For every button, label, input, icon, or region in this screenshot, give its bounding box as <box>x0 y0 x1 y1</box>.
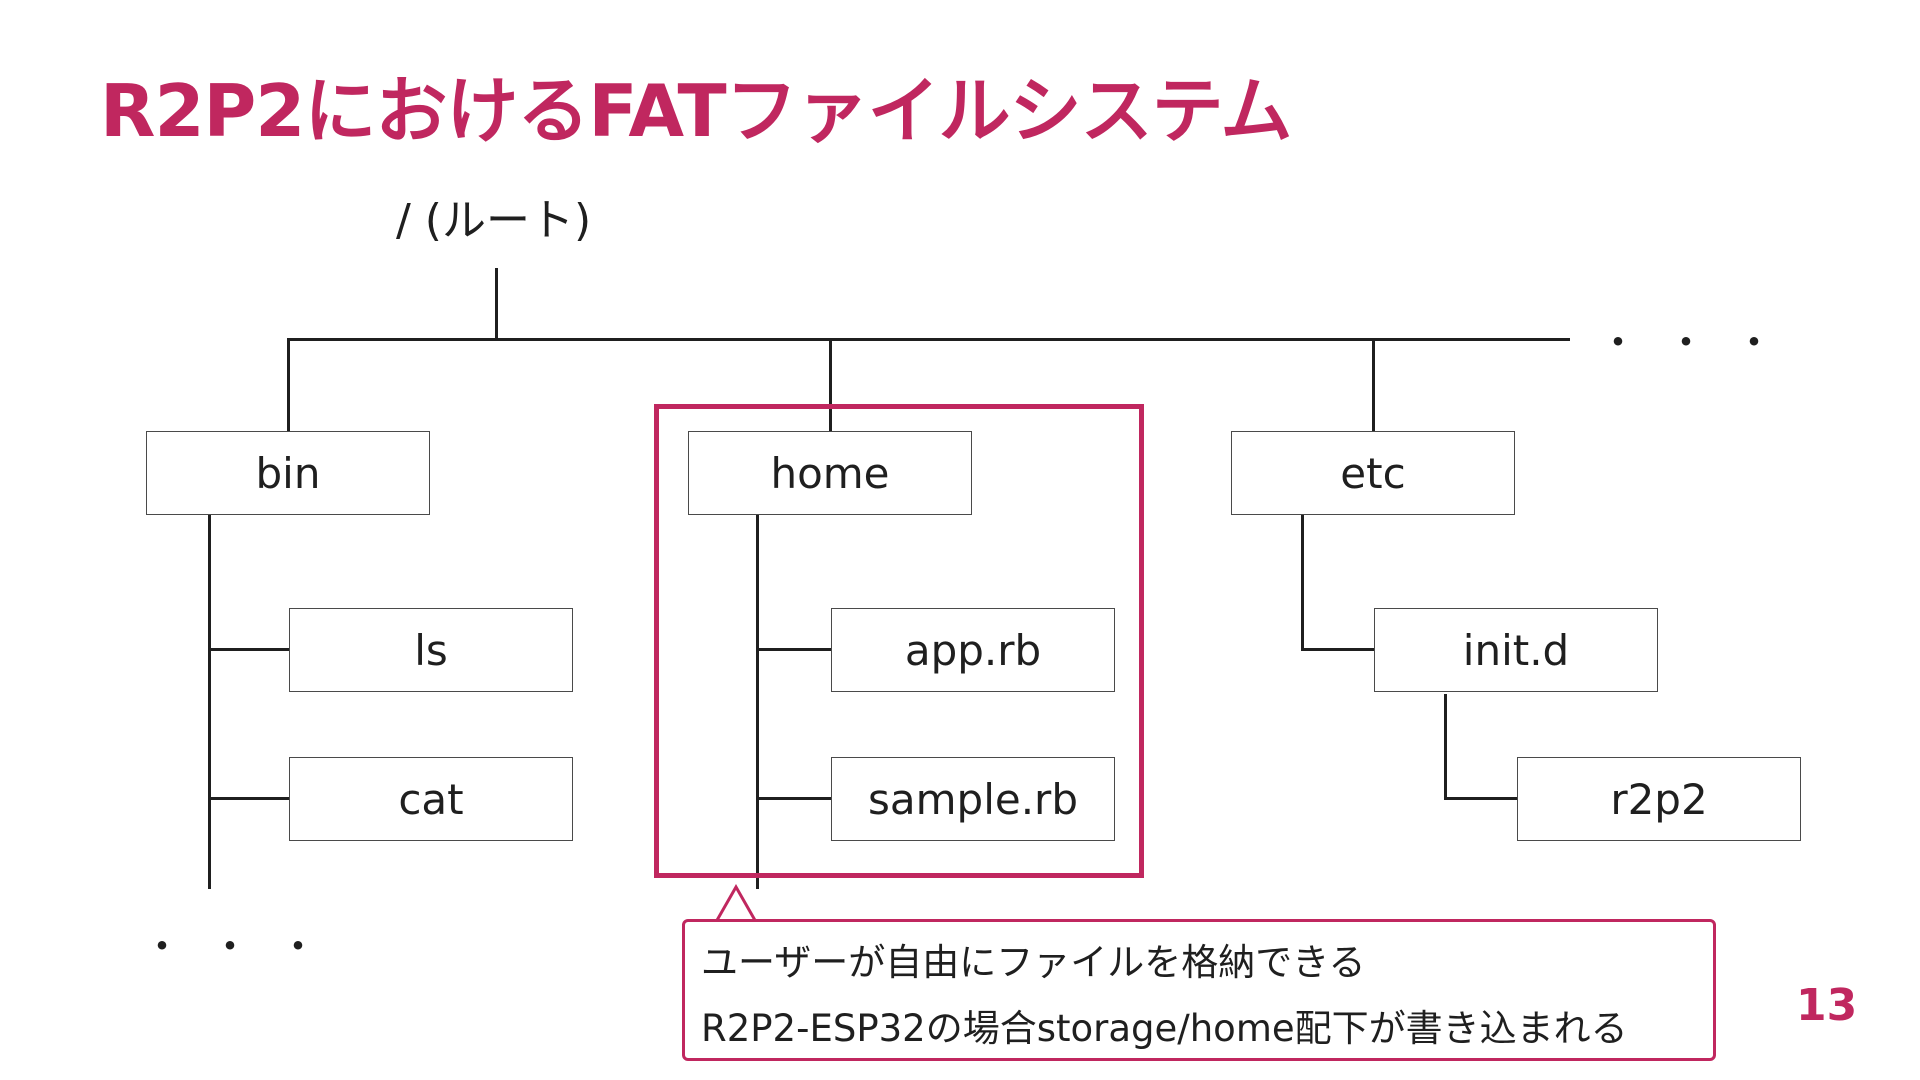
init-branch-line <box>1301 648 1375 651</box>
r2p2-branch-line <box>1444 797 1518 800</box>
home-vertical-line <box>756 515 759 889</box>
node-init-d: init.d <box>1374 608 1658 692</box>
root-stem-line <box>495 268 498 340</box>
node-cat: cat <box>289 757 573 841</box>
node-etc: etc <box>1231 431 1515 515</box>
sample-branch-line <box>756 797 832 800</box>
home-drop-line <box>829 338 832 431</box>
page-number: 13 <box>1796 980 1858 1031</box>
ellipsis-bottom-left: ・・・ <box>142 924 346 970</box>
root-label: / (ルート) <box>396 195 592 246</box>
ls-branch-line <box>208 648 290 651</box>
node-ls: ls <box>289 608 573 692</box>
node-bin: bin <box>146 431 430 515</box>
cat-branch-line <box>208 797 290 800</box>
bin-vertical-line <box>208 515 211 889</box>
etc-drop-line <box>1372 338 1375 431</box>
slide-title: R2P2におけるFATファイルシステム <box>100 69 1292 153</box>
home-highlight-box <box>654 404 1144 878</box>
node-app-rb: app.rb <box>831 608 1115 692</box>
callout-line-2: R2P2-ESP32の場合storage/home配下が書き込まれる <box>701 1007 1628 1050</box>
callout-box: ユーザーが自由にファイルを格納できる R2P2-ESP32の場合storage/… <box>682 919 1716 1061</box>
node-sample-rb: sample.rb <box>831 757 1115 841</box>
node-home: home <box>688 431 972 515</box>
init-vertical-line <box>1444 694 1447 800</box>
etc-vertical-line <box>1301 515 1304 650</box>
callout-line-1: ユーザーが自由にファイルを格納できる <box>701 941 1366 984</box>
node-r2p2: r2p2 <box>1517 757 1801 841</box>
bin-drop-line <box>287 338 290 431</box>
app-branch-line <box>756 648 832 651</box>
ellipsis-top-right: ・・・ <box>1598 320 1802 366</box>
callout-pointer <box>714 884 758 924</box>
top-horizontal-line <box>287 338 1570 341</box>
